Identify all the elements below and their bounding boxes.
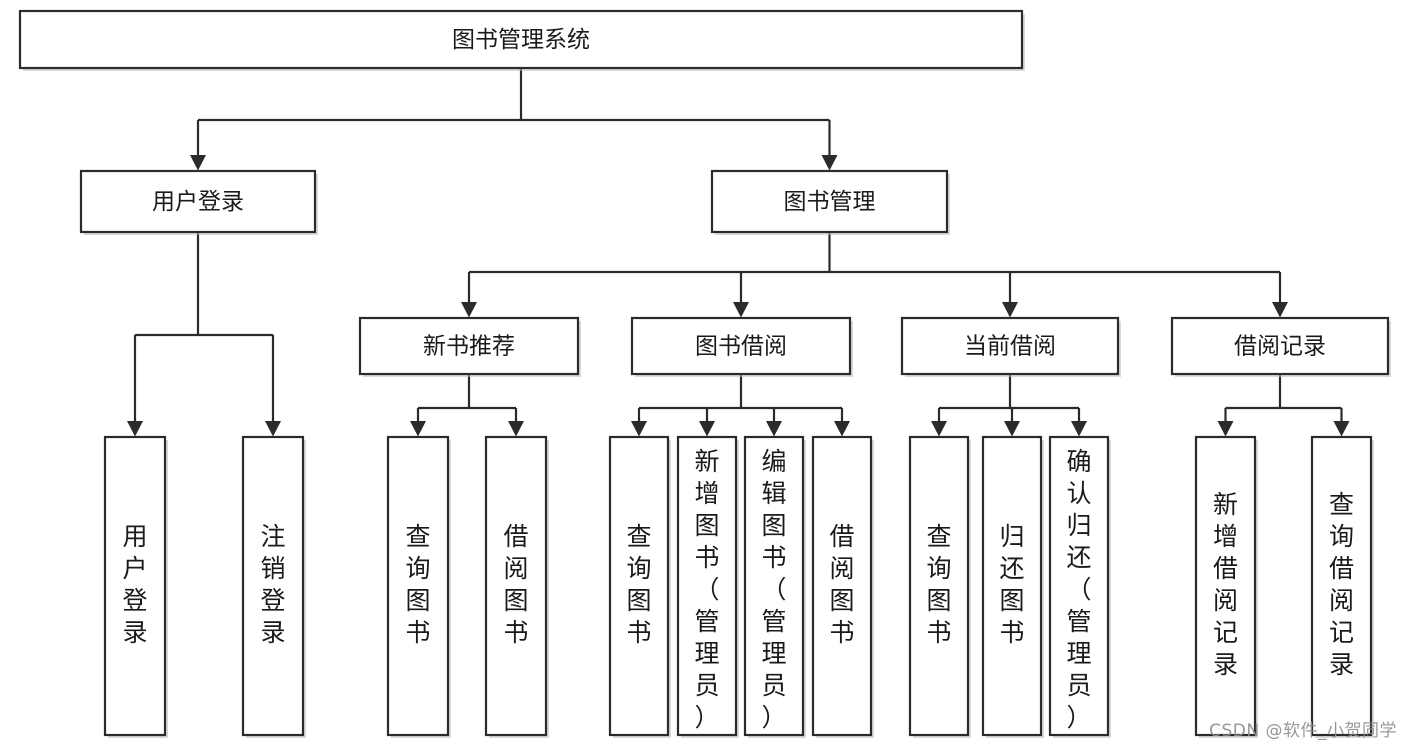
arrow-head-icon xyxy=(699,421,715,437)
node-rect[interactable] xyxy=(908,435,970,737)
node-l3[interactable]: 查询图书 xyxy=(386,435,451,738)
node-l7[interactable]: 编辑图书（管理员） xyxy=(743,435,806,738)
node-n_new[interactable]: 新书推荐 xyxy=(358,316,581,377)
arrow-head-icon xyxy=(821,155,838,171)
arrow-head-icon xyxy=(733,302,749,318)
node-n_book[interactable]: 图书管理 xyxy=(710,169,950,235)
node-l4[interactable]: 借阅图书 xyxy=(484,435,549,738)
node-n_login[interactable]: 用户登录 xyxy=(79,169,318,235)
arrow-head-icon xyxy=(1272,302,1288,318)
arrow-head-icon xyxy=(1071,421,1087,437)
node-rect[interactable] xyxy=(630,316,852,376)
node-rect[interactable] xyxy=(1194,435,1257,737)
node-root[interactable]: 图书管理系统 xyxy=(18,9,1025,71)
node-rect[interactable] xyxy=(1048,435,1110,737)
node-label: 图书管理 xyxy=(784,189,876,215)
arrow-head-icon xyxy=(931,421,947,437)
arrow-head-icon xyxy=(1004,421,1020,437)
node-label: 查询图书 xyxy=(926,522,951,647)
node-label: 当前借阅 xyxy=(964,334,1056,360)
node-n_cur[interactable]: 当前借阅 xyxy=(900,316,1121,377)
node-l2[interactable]: 注销登录 xyxy=(241,435,306,738)
node-l9[interactable]: 查询图书 xyxy=(908,435,971,738)
node-l12[interactable]: 新增借阅记录 xyxy=(1194,435,1258,738)
node-label: 新增图书（管理员） xyxy=(694,447,719,732)
arrow-head-icon xyxy=(265,421,281,437)
node-label: 查询借阅记录 xyxy=(1329,490,1354,679)
arrow-head-icon xyxy=(1333,421,1350,437)
node-l1[interactable]: 用户登录 xyxy=(103,435,168,738)
node-l8[interactable]: 借阅图书 xyxy=(811,435,874,738)
node-rect[interactable] xyxy=(710,169,949,234)
node-rect[interactable] xyxy=(18,9,1024,70)
node-rect[interactable] xyxy=(900,316,1120,376)
node-rect[interactable] xyxy=(1170,316,1390,376)
arrow-head-icon xyxy=(766,421,782,437)
node-l6[interactable]: 新增图书（管理员） xyxy=(676,435,739,738)
node-label: 图书借阅 xyxy=(695,334,787,360)
node-n_rec[interactable]: 借阅记录 xyxy=(1170,316,1391,377)
arrow-head-icon xyxy=(1002,302,1018,318)
arrow-head-icon xyxy=(834,421,850,437)
node-rect[interactable] xyxy=(981,435,1043,737)
node-rect[interactable] xyxy=(241,435,305,737)
node-label: 查询图书 xyxy=(626,522,651,647)
connector-group-n_rec xyxy=(1217,374,1350,437)
node-label: 新书推荐 xyxy=(423,334,515,360)
node-label: 借阅记录 xyxy=(1234,334,1326,360)
node-rect[interactable] xyxy=(79,169,317,234)
node-label: 图书管理系统 xyxy=(452,27,590,53)
node-l10[interactable]: 归还图书 xyxy=(981,435,1044,738)
connector-layer xyxy=(127,68,1350,437)
arrow-head-icon xyxy=(1217,421,1234,437)
node-label: 归还图书 xyxy=(999,522,1024,647)
connector-group-n_borrow xyxy=(631,374,850,437)
node-rect[interactable] xyxy=(484,435,548,737)
connector-group-n_login xyxy=(127,232,281,437)
node-rect[interactable] xyxy=(103,435,167,737)
node-l13[interactable]: 查询借阅记录 xyxy=(1310,435,1374,738)
arrow-head-icon xyxy=(190,155,206,171)
node-l11[interactable]: 确认归还（管理员） xyxy=(1048,435,1111,738)
connector-group-n_new xyxy=(410,374,524,437)
node-rect[interactable] xyxy=(1310,435,1373,737)
node-label: 借阅图书 xyxy=(829,522,854,647)
node-rect[interactable] xyxy=(743,435,805,737)
node-rect[interactable] xyxy=(676,435,738,737)
arrow-head-icon xyxy=(461,302,477,318)
node-label: 查询图书 xyxy=(405,522,430,647)
connector-group-n_cur xyxy=(931,374,1087,437)
arrow-head-icon xyxy=(631,421,647,437)
node-label: 借阅图书 xyxy=(503,522,528,647)
arrow-head-icon xyxy=(127,421,143,437)
node-label: 确认归还（管理员） xyxy=(1066,447,1091,732)
node-label: 用户登录 xyxy=(122,522,147,647)
node-label: 用户登录 xyxy=(152,189,244,215)
node-layer: 图书管理系统用户登录图书管理新书推荐图书借阅当前借阅借阅记录用户登录注销登录查询… xyxy=(18,9,1391,738)
node-l5[interactable]: 查询图书 xyxy=(608,435,671,738)
node-label: 编辑图书（管理员） xyxy=(761,447,786,732)
node-rect[interactable] xyxy=(358,316,580,376)
connector-group-n_book xyxy=(461,232,1288,318)
node-n_borrow[interactable]: 图书借阅 xyxy=(630,316,853,377)
arrow-head-icon xyxy=(508,421,524,437)
connector-group-root xyxy=(190,68,838,171)
arrow-head-icon xyxy=(410,421,426,437)
node-label: 注销登录 xyxy=(260,522,285,647)
node-rect[interactable] xyxy=(608,435,670,737)
node-rect[interactable] xyxy=(811,435,873,737)
node-label: 新增借阅记录 xyxy=(1213,490,1238,679)
csdn-watermark: CSDN @软件_小贺同学 xyxy=(1209,721,1397,741)
node-rect[interactable] xyxy=(386,435,450,737)
